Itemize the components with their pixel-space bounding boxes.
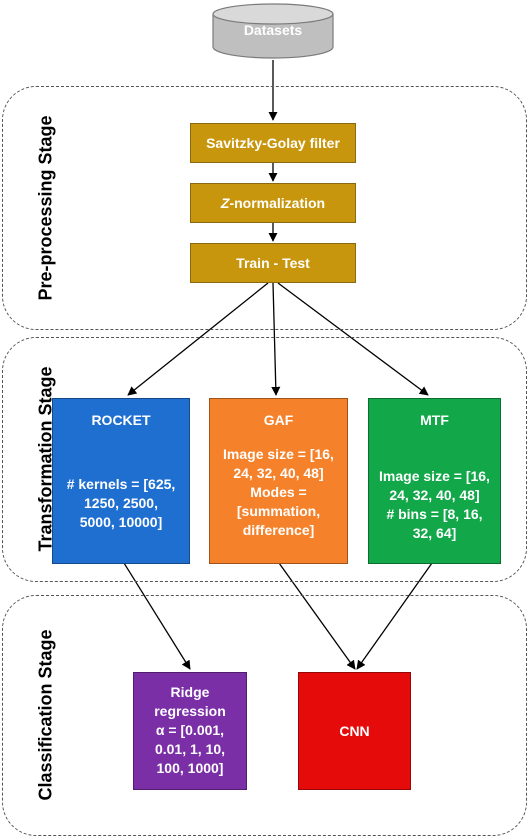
arrow-rocket-to-ridge [123, 562, 191, 670]
gaf-title: GAF [263, 412, 294, 428]
ridge-line-3: α = [0.001, [155, 722, 225, 738]
rocket-title: ROCKET [91, 412, 151, 428]
mtf-line-4: 32, 64] [412, 525, 457, 541]
ridge-line-4: 0.01, 1, 10, [154, 741, 226, 757]
znorm-italic-letter: Z [220, 195, 230, 211]
datasets-label: Datasets [243, 22, 303, 38]
gaf-line-4: [summation, [236, 503, 321, 519]
cnn-box: CNN [298, 672, 411, 790]
transformation-stage-container [2, 337, 527, 582]
znorm-rest: -normalization [229, 195, 326, 211]
z-normalization-step: Z-normalization [190, 183, 356, 223]
classification-stage-container [2, 595, 527, 836]
filter-label: Savitzky-Golay filter [206, 135, 340, 151]
arrow-mtf-to-cnn [356, 562, 433, 670]
rocket-box: ROCKET # kernels = [625, 1250, 2500, 500… [52, 398, 190, 564]
classification-stage-label: Classification Stage [35, 629, 56, 801]
ridge-line-1: Ridge [170, 684, 210, 700]
gaf-line-5: difference] [242, 522, 315, 538]
gaf-box: GAF Image size = [16, 24, 32, 40, 48] Mo… [209, 398, 348, 564]
rocket-line-3: 5000, 10000] [79, 514, 163, 530]
ridge-regression-box: Ridge regression α = [0.001, 0.01, 1, 10… [133, 672, 247, 790]
rocket-line-1: # kernels = [625, [66, 476, 176, 492]
preprocessing-stage-label: Pre-processing Stage [35, 115, 56, 301]
arrow-split-to-gaf [271, 282, 281, 396]
mtf-title: MTF [420, 412, 449, 428]
gaf-line-3: Modes = [250, 484, 307, 500]
mtf-line-1: Image size = [16, [379, 468, 490, 484]
split-label: Train - Test [236, 255, 310, 271]
mtf-box: MTF Image size = [16, 24, 32, 40, 48] # … [368, 398, 501, 564]
train-test-split-step: Train - Test [190, 243, 356, 283]
gaf-line-1: Image size = [16, [223, 446, 334, 462]
rocket-line-2: 1250, 2500, [84, 495, 158, 511]
cnn-title: CNN [339, 723, 370, 739]
ridge-line-5: 100, 1000] [156, 760, 224, 776]
savitzky-golay-filter-step: Savitzky-Golay filter [190, 123, 356, 163]
mtf-line-2: 24, 32, 40, 48] [389, 487, 480, 503]
database-cylinder-icon [212, 3, 334, 59]
znorm-label: Z-normalization [221, 195, 325, 211]
preprocessing-stage-container [2, 86, 527, 330]
gaf-line-2: 24, 32, 40, 48] [233, 465, 324, 481]
arrow-split-to-rocket [127, 282, 269, 396]
mtf-line-3: # bins = [8, 16, [386, 506, 483, 522]
ridge-line-2: regression [154, 703, 226, 719]
arrow-split-to-mtf [277, 282, 429, 396]
arrow-gaf-to-cnn [278, 562, 356, 670]
